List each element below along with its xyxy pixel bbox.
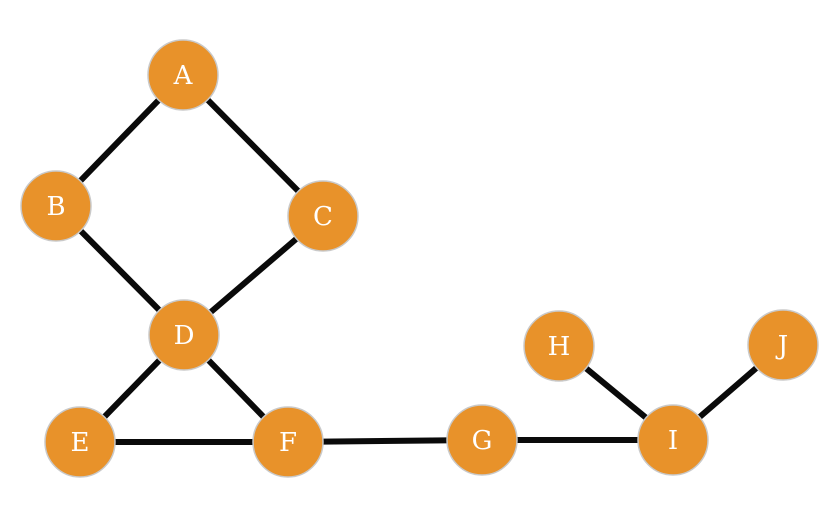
node-circle-c <box>287 180 359 252</box>
node-label-f: F <box>279 428 297 458</box>
node-h: H <box>523 310 595 382</box>
node-label-j: J <box>775 331 788 361</box>
node-b: B <box>20 170 92 242</box>
node-circle-d <box>148 299 220 371</box>
node-circle-j <box>747 309 819 381</box>
node-circle-g <box>446 404 518 476</box>
node-circle-e <box>44 406 116 478</box>
node-circle-a <box>147 39 219 111</box>
node-label-a: A <box>173 61 194 91</box>
node-circle-b <box>20 170 92 242</box>
node-label-d: D <box>174 321 195 351</box>
node-j: J <box>747 309 819 381</box>
node-e: E <box>44 406 116 478</box>
node-circle-h <box>523 310 595 382</box>
node-a: A <box>147 39 219 111</box>
node-c: C <box>287 180 359 252</box>
node-circle-i <box>637 404 709 476</box>
node-i: I <box>637 404 709 476</box>
node-f: F <box>252 406 324 478</box>
nodes-layer: A B C D E F G H I J <box>20 39 819 478</box>
node-label-h: H <box>548 332 571 362</box>
node-label-b: B <box>46 192 65 222</box>
node-label-c: C <box>313 202 333 232</box>
node-d: D <box>148 299 220 371</box>
node-g: G <box>446 404 518 476</box>
node-label-g: G <box>472 426 493 456</box>
node-circle-f <box>252 406 324 478</box>
node-label-i: I <box>668 426 678 456</box>
node-label-e: E <box>71 428 90 458</box>
edges-layer <box>53 72 786 445</box>
